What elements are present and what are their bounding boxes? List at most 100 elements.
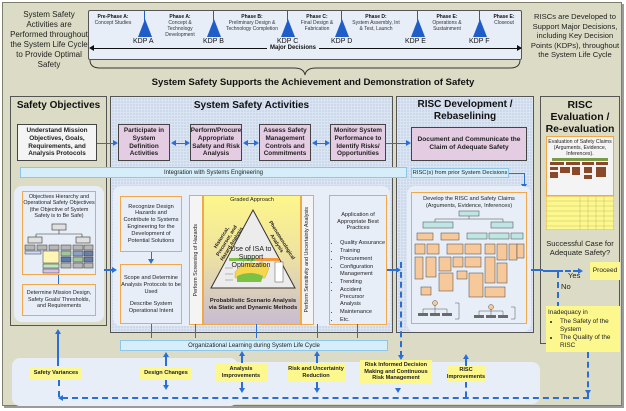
connector-arrow [57,333,59,366]
feedback-dashed-line [241,382,243,388]
develop-risc-box: Develop the RISC and Safety Claims (Argu… [411,192,527,324]
best-practice-item: Accident Precursor Analysis [340,287,386,308]
feedback-dashed-line [316,355,318,363]
understand-mission-box: Understand Mission Objectives, Goals, Re… [17,124,97,161]
risc-kdp-note: RISCs are Developed to Support Major Dec… [530,12,620,60]
inadequacy-list: The Safety of the System The Quality of … [548,318,618,349]
inadequacy-note: Inadequacy in The Safety of the System T… [546,306,620,352]
best-practice-item: Etc. [340,317,386,324]
lifecycle-note: System Safety Activities are Performed t… [10,10,88,69]
arrow-up-icon [163,352,169,357]
phase-c: Phase C:Final Design & Fabrication [300,14,334,32]
isa-triangle [210,208,296,289]
connector-arrow [386,143,406,144]
kdp-stem [213,11,214,21]
arrow-left-icon [171,140,176,146]
kdp-f-marker-icon [473,19,487,37]
screening-hazards-bar: Perform Screening of Hazards [189,195,203,325]
arrow-left-icon [89,45,94,51]
connector-arrow [531,269,543,271]
feedback-dashed-line [465,382,467,397]
connector-arrow [543,270,557,272]
arrow-up-icon [314,351,320,356]
feedback-analysis-improvements: Analysis Improvements [215,364,267,382]
proceed-button[interactable]: Proceed [590,262,620,280]
phase-a: Phase A:Concept & Technology Development [165,14,195,38]
scope-describe-box: Scope and Determine Analysis Protocols t… [120,264,182,324]
connector-arrow [317,324,318,338]
prior-risc-band: RISC(s) from prior System Decisions [411,168,509,178]
sensitivity-analysis-bar: Perform Sensitivity and Uncertainty Anal… [301,195,314,325]
arrow-right-icon [517,45,522,51]
inadequacy-title: Inadequacy in [548,309,588,316]
main-title: System Safety Supports the Achievement a… [151,77,475,88]
evaluation-checklist [546,196,614,230]
kdp-c-marker-icon [281,19,295,37]
arrow-down-icon [163,385,169,390]
feedback-return-line [62,397,589,399]
kdp-stem [417,11,418,21]
no-label: No [561,282,571,291]
risc-claims-tree [414,210,525,320]
phase-d: Phase D:System Assembly, Int & Test, Lau… [352,14,400,32]
kdp-d-label: KDP D [331,38,353,45]
kdp-f-label: KDP F [469,38,490,45]
isa-optimization-label: Use of ISA to Support Optimization [230,246,272,269]
determine-mission-box: Determine Mission Design, Safety Goals/ … [22,284,96,316]
kdp-stem [144,11,145,21]
connector-arrow [387,269,397,271]
connector-arrow [97,143,113,144]
monitor-performance-box: Monitor System Performance to Identify R… [330,124,386,161]
objectives-hierarchy-chart [24,223,94,273]
best-practices-box: Application of Appropriate Best Practice… [329,195,387,325]
kdp-b-marker-icon [207,19,221,37]
arrow-up-icon [463,354,469,359]
feedback-risc-improvements: RISC Improvements [446,366,486,382]
connector-arrow [256,324,257,338]
best-practice-item: Procurement [340,256,386,263]
phase-e-closeout: Phase E:Closeout [493,14,515,26]
describe-intent-text: Describe System Operational Intent [128,301,174,315]
best-practice-item: Quality Assurance [340,240,386,247]
connector-arrow [195,324,196,338]
inadequacy-dashed-line [587,352,589,397]
feedback-risk-uncertainty-reduction: Risk and Uncertainty Reduction [287,364,345,382]
best-practice-item: Trending [340,279,386,286]
arrow-down-icon [314,388,320,393]
graded-approach-label: Graded Approach [230,197,274,203]
best-practice-item: Configuration Management [340,264,386,278]
arrow-up-icon [55,329,61,334]
connector-arrow [509,173,524,174]
scope-analysis-text: Scope and Determine Analysis Protocols t… [121,275,181,295]
organizational-learning-band: Organizational Learning during System Li… [120,340,388,351]
major-decisions-label: Major Decisions [267,45,320,51]
integration-band: Integration with Systems Engineering [20,167,407,178]
kdp-e-marker-icon [411,19,425,37]
arrow-right-icon [396,267,401,273]
assess-controls-box: Assess Safety Management Controls and Co… [259,124,311,161]
best-practices-title: Application of Appropriate Best Practice… [337,212,379,232]
arrow-down-icon [239,388,245,393]
successful-case-question: Successful Case for Adequate Safety? [546,239,614,257]
recognize-hazards-box: Recognize Design Hazards and Contribute … [120,196,182,252]
feedback-dashed-line [165,356,167,366]
phase-timeline: Pre-Phase A:Concept Studies KDP A Phase … [88,10,522,60]
arrow-left-icon [243,140,248,146]
arrow-right-icon [113,140,118,146]
inadequacy-item: The Safety of the System [560,318,618,333]
participate-definition-box: Participate in System Definition Activit… [118,124,170,161]
kdp-stem [479,11,480,21]
kdp-stem [287,11,288,21]
objectives-hierarchy-text: Objectives Hierarchy and Operational Saf… [23,194,95,220]
connector-arrow [104,269,113,271]
phase-b: Phase B:Preliminary Design & Technology … [226,14,278,32]
kdp-c-label: KDP C [277,38,299,45]
document-claim-box: Document and Communicate the Claim of Ad… [411,127,527,161]
arrow-right-icon [185,140,190,146]
feedback-dashed-line [58,380,60,397]
connector-arrow [247,143,255,144]
connector-arrow [175,143,185,144]
arrow-right-icon [112,267,117,273]
arrow-up-icon [239,351,245,356]
sensitivity-analysis-label: Perform Sensitivity and Uncertainty Anal… [304,207,311,313]
